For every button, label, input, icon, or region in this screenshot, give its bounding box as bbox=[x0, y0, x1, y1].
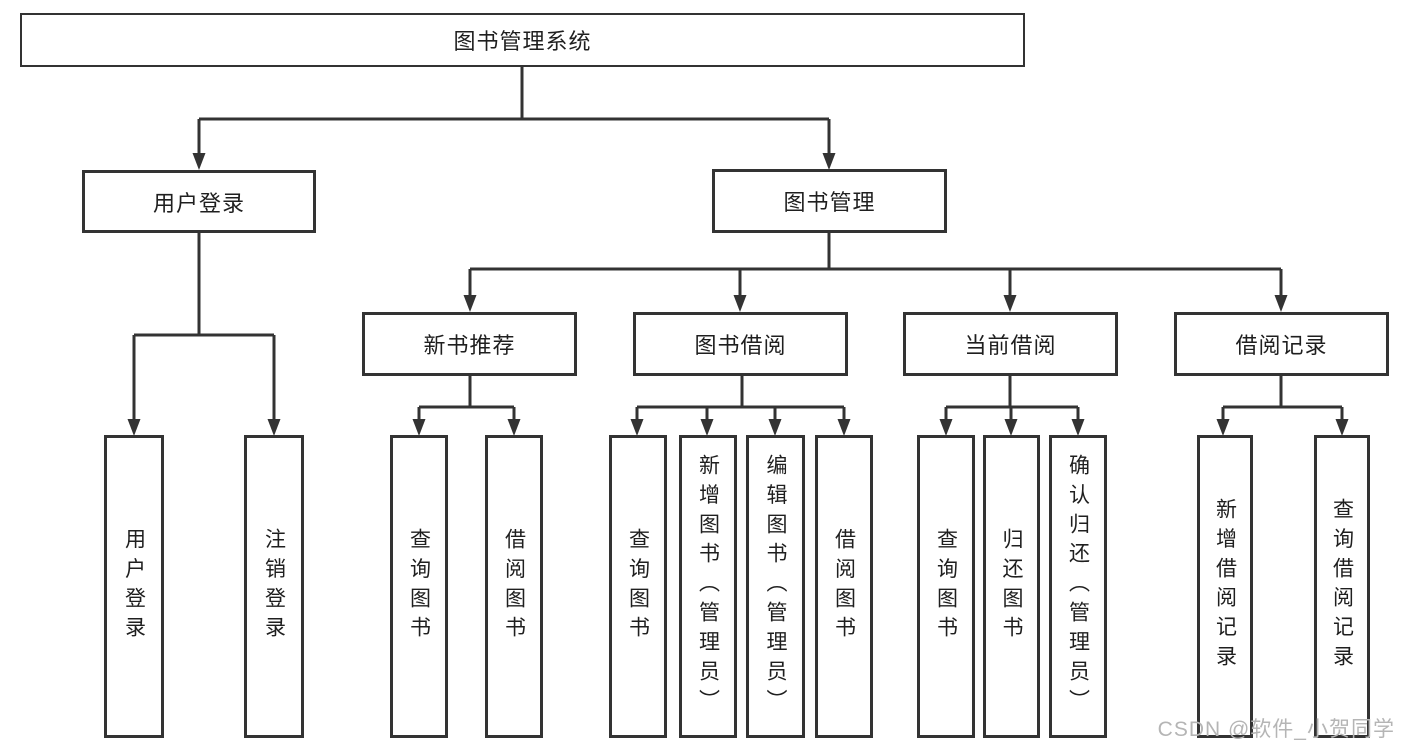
leaf-label: 新增图书（管理员） bbox=[696, 454, 720, 719]
node-borrow-records: 借阅记录 bbox=[1174, 312, 1389, 376]
leaf-borrow-books-recommend: 借阅图书 bbox=[485, 435, 543, 738]
leaf-label: 归还图书 bbox=[1000, 527, 1023, 646]
leaf-logout: 注销登录 bbox=[244, 435, 304, 738]
leaf-edit-book-admin: 编辑图书（管理员） bbox=[746, 435, 805, 738]
leaf-label: 查询借阅记录 bbox=[1330, 498, 1354, 675]
leaf-label: 借阅图书 bbox=[832, 527, 856, 646]
leaf-add-borrow-record: 新增借阅记录 bbox=[1197, 435, 1253, 738]
node-current-borrow: 当前借阅 bbox=[903, 312, 1118, 376]
leaf-user-login: 用户登录 bbox=[104, 435, 164, 738]
node-new-book-recommend: 新书推荐 bbox=[362, 312, 577, 376]
leaf-borrow-books: 借阅图书 bbox=[815, 435, 873, 738]
node-book-management: 图书管理 bbox=[712, 169, 947, 233]
leaf-label: 借阅图书 bbox=[502, 527, 526, 646]
leaf-label: 用户登录 bbox=[122, 527, 146, 646]
node-user-login: 用户登录 bbox=[82, 170, 316, 233]
leaf-query-borrow-record: 查询借阅记录 bbox=[1314, 435, 1370, 738]
node-book-borrow: 图书借阅 bbox=[633, 312, 848, 376]
leaf-label: 新增借阅记录 bbox=[1213, 498, 1237, 675]
csdn-watermark: CSDN @软件_小贺同学 bbox=[1157, 718, 1395, 741]
leaf-add-book-admin: 新增图书（管理员） bbox=[679, 435, 737, 738]
leaf-query-books-recommend: 查询图书 bbox=[390, 435, 448, 738]
leaf-label: 查询图书 bbox=[407, 527, 431, 646]
leaf-query-books-current: 查询图书 bbox=[917, 435, 975, 738]
leaf-label: 编辑图书（管理员） bbox=[764, 454, 787, 719]
leaf-query-books-borrow: 查询图书 bbox=[609, 435, 667, 738]
leaf-return-book: 归还图书 bbox=[983, 435, 1040, 738]
leaf-label: 注销登录 bbox=[262, 527, 286, 646]
leaf-label: 查询图书 bbox=[626, 527, 650, 646]
node-library-management-system: 图书管理系统 bbox=[20, 13, 1025, 67]
leaf-label: 查询图书 bbox=[934, 527, 958, 646]
leaf-label: 确认归还（管理员） bbox=[1066, 454, 1090, 719]
leaf-confirm-return-admin: 确认归还（管理员） bbox=[1049, 435, 1107, 738]
